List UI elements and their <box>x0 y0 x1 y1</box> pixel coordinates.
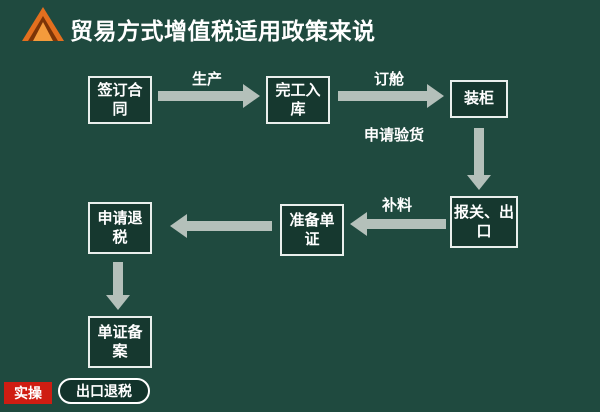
triangle-mountain-logo-icon <box>20 5 66 48</box>
arrow-shaft <box>158 91 243 101</box>
arrow-production <box>158 84 260 108</box>
edge-label-inspection: 申请验货 <box>364 127 425 144</box>
page-title: 贸易方式增值税适用政策来说 <box>70 18 376 44</box>
arrow-head <box>350 212 367 236</box>
arrow-head <box>243 84 260 108</box>
arrow-to-customs <box>467 128 491 190</box>
arrow-to-refund <box>170 214 272 238</box>
arrow-shaft <box>367 219 446 229</box>
arrow-to-filing <box>106 262 130 310</box>
node-sign-contract: 签订合同 <box>88 76 152 124</box>
arrow-head <box>427 84 444 108</box>
edge-label-supplement: 补料 <box>382 197 413 214</box>
arrow-booking <box>338 84 444 108</box>
arrow-supplement <box>350 212 446 236</box>
node-apply-refund: 申请退税 <box>88 202 152 254</box>
node-customs-export: 报关、出口 <box>450 196 518 248</box>
edge-label-production: 生产 <box>192 71 223 88</box>
arrow-head <box>170 214 187 238</box>
arrow-head <box>106 295 130 310</box>
node-load-container: 装柜 <box>450 80 508 118</box>
arrow-shaft <box>338 91 427 101</box>
practice-tag-badge: 实操 <box>4 382 52 404</box>
node-document-filing: 单证备案 <box>88 316 152 368</box>
arrow-head <box>467 175 491 190</box>
node-finish-warehouse: 完工入库 <box>266 76 330 124</box>
node-prepare-documents: 准备单证 <box>280 204 344 256</box>
arrow-shaft <box>474 128 484 175</box>
topic-badge: 出口退税 <box>58 378 150 404</box>
arrow-shaft <box>187 221 272 231</box>
arrow-shaft <box>113 262 123 295</box>
edge-label-booking: 订舱 <box>374 71 405 88</box>
